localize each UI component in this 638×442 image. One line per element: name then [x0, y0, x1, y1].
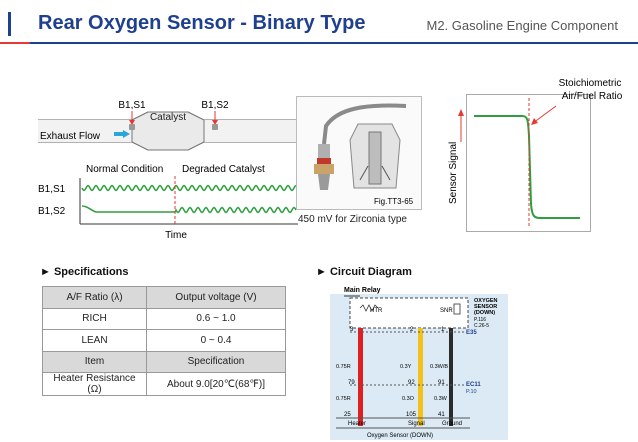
time-label: Time [165, 230, 187, 241]
page-title: Rear Oxygen Sensor - Binary Type [38, 12, 366, 34]
pin-mid-ground: 91 [438, 380, 445, 386]
circuit-heading: ► Circuit Diagram [316, 266, 412, 278]
sensor-caption: 450 mV for Zirconia type [298, 214, 407, 225]
signal-wire [418, 328, 423, 426]
sensor1-probe [129, 124, 135, 130]
exhaust-flow-arrowhead [123, 130, 130, 138]
snr-element [453, 303, 461, 315]
spec-cell: A/F Ratio (λ) [42, 286, 147, 309]
heater-wire [358, 328, 363, 426]
sensor-boot [318, 144, 330, 158]
sensor-hex [314, 164, 334, 174]
pin-bottom-signal: 105 [406, 412, 417, 418]
signal-curve [474, 115, 580, 219]
degraded-catalyst-label: Degraded Catalyst [182, 164, 265, 175]
connector-e35-label: E35 [466, 330, 477, 336]
oxygen-sensor-box [349, 297, 469, 329]
wire-upper-heater: 0.75R [336, 364, 351, 370]
sensor-id-line3: (DOWN) [474, 310, 495, 316]
ground-wire [449, 328, 453, 426]
spec-cell: About 9.0[20℃(68℉)] [146, 372, 286, 396]
function-signal: Signal [408, 421, 425, 427]
trace2-label: B1,S2 [38, 206, 66, 217]
stoich-annotation-arrow [532, 105, 557, 124]
sensor-wire [322, 103, 407, 145]
part-code-1: P.116 [474, 317, 486, 323]
signal-ylabel: Sensor Signal [448, 142, 459, 204]
function-heater: Heater [348, 421, 366, 427]
sensor-seal [317, 158, 331, 164]
sensor2-label: B1,S2 [201, 100, 229, 111]
pin-bottom-heater: 25 [344, 412, 351, 418]
snr-label: SNR [440, 308, 453, 314]
wire-lower-ground: 0.3W [434, 396, 448, 402]
header-divider [0, 42, 638, 44]
sensor-tip [318, 174, 330, 190]
sensor-id-line2: SENSOR [474, 304, 497, 310]
htr-label: HTR [370, 308, 383, 314]
catalyst-diagram: Catalyst B1,S1 B1,S2 Exhaust Flow Normal… [38, 100, 298, 241]
pin-top-heater: 3 [350, 327, 354, 333]
title-accent-bar [8, 12, 11, 36]
pin-mid-signal: 92 [408, 380, 415, 386]
sensor-photo: Fig.TT3-65 [296, 96, 422, 210]
spec-cell: 0.6 ~ 1.0 [146, 307, 286, 330]
catalyst-body [131, 111, 205, 151]
wire-upper-signal: 0.3Y [400, 364, 412, 370]
spec-cell: Output voltage (V) [146, 286, 286, 309]
spec-cell: RICH [42, 307, 147, 330]
wire-lower-signal: 0.3O [402, 396, 415, 402]
pin-mid-heater: 79 [348, 380, 355, 386]
cutaway-flow [359, 165, 391, 181]
header-divider-accent [0, 42, 30, 44]
function-ground: Ground [442, 421, 462, 427]
pin-top-ground: 1 [441, 327, 445, 333]
sensor-id-line1: OXYGEN [474, 298, 498, 304]
exhaust-flow-label: Exhaust Flow [40, 131, 101, 142]
pin-top-signal: 2 [410, 327, 414, 333]
spec-cell: LEAN [42, 329, 147, 352]
trace1-label: B1,S1 [38, 184, 66, 195]
trace2-wave [81, 205, 297, 214]
signal-yaxis-arrowhead [458, 109, 464, 116]
main-relay-label: Main Relay [344, 287, 381, 294]
normal-condition-label: Normal Condition [86, 164, 163, 175]
catalyst-label: Catalyst [150, 112, 186, 123]
sensor1-arrowhead [129, 120, 135, 125]
sensor2-probe [212, 124, 218, 130]
part-code-2: C.26-5 [474, 323, 489, 329]
connector-ec11-label: EC11 [466, 382, 481, 388]
stoich-annotation-line1: Stoichiometric [559, 78, 622, 89]
spec-cell: Specification [146, 350, 286, 373]
wire-upper-ground: 0.3W/B [430, 364, 448, 370]
stoich-annotation-arrowhead [531, 118, 538, 125]
spec-cell: Item [42, 350, 147, 373]
specifications-heading: ► Specifications [40, 266, 129, 278]
circuit-footer: Oxygen Sensor (DOWN) [367, 433, 433, 439]
sensor1-label: B1,S1 [118, 100, 146, 111]
cutaway-core [368, 131, 382, 185]
spec-cell: Heater Resistance (Ω) [42, 372, 147, 396]
fig-label: Fig.TT3-65 [374, 197, 414, 206]
sensor-id-block: OXYGEN SENSOR (DOWN) P.116 C.26-5 [474, 298, 498, 329]
signal-chart: Sensor Signal Stoichiometric Air/Fuel Ra… [448, 78, 623, 232]
circuit-diagram: Main Relay OXYGEN SENSOR (DOWN) P.116 C.… [330, 287, 508, 440]
spec-row: A/F Ratio (λ)Output voltage (V) [42, 286, 286, 309]
heater-element-icon [359, 304, 379, 312]
pin-bottom-ground: 41 [438, 412, 445, 418]
wire-lower-heater: 0.75R [336, 396, 351, 402]
sensor2-arrowhead [212, 120, 218, 125]
spec-row: Heater Resistance (Ω)About 9.0[20℃(68℉)] [42, 372, 286, 396]
page-subtitle: M2. Gasoline Engine Component [426, 18, 618, 33]
spec-cell: 0 ~ 0.4 [146, 329, 286, 352]
connector-ec11-page: P.10 [466, 389, 477, 395]
trace1-wave [81, 184, 297, 192]
stoich-annotation-line2: Air/Fuel Ratio [562, 91, 623, 102]
